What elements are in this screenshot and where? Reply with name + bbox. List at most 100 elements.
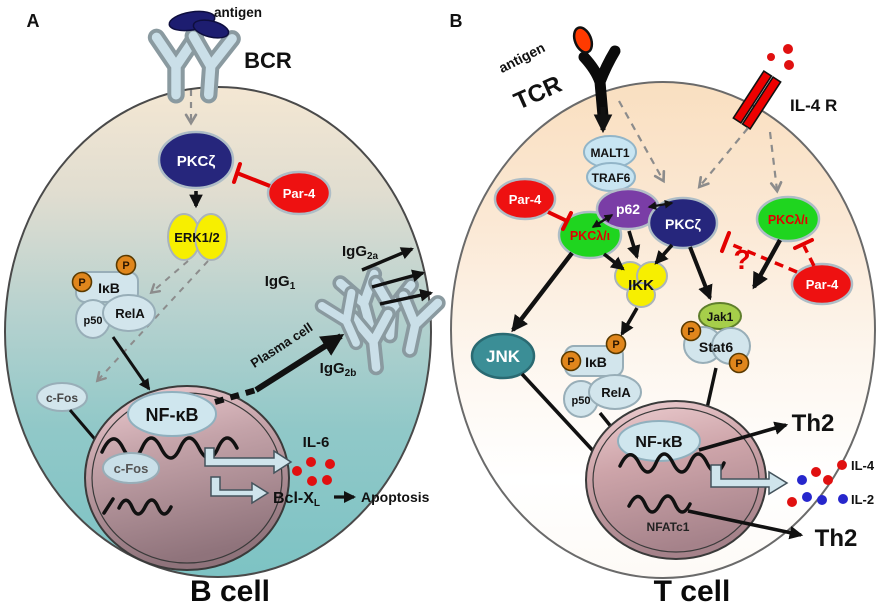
pkcli-left-label: PKCλ/ι (570, 229, 611, 243)
traf6-label: TRAF6 (592, 171, 631, 185)
ikk-label: IKK (628, 277, 654, 294)
pkcli-right-node (755, 195, 821, 243)
par4-inhibits-pkcz-line (236, 171, 271, 188)
nfkb-label: NF-κB (145, 405, 198, 425)
p62-to-ikk-arrow (627, 230, 641, 260)
par4-right-node (790, 262, 854, 306)
par4-inhibits-pkcz-dashed-line (727, 241, 798, 274)
phospho-p: P (687, 326, 694, 338)
il6-label: IL-6 (303, 434, 330, 451)
pkcz-to-ikk-arrow (654, 243, 674, 265)
il4-dot (811, 467, 821, 477)
antigen-label: antigen (214, 5, 262, 20)
jak1-label: Jak1 (707, 310, 734, 324)
th2-lower-label: Th2 (815, 525, 858, 552)
panel-a: A antigen BCR PKCζ Par-4 ERK1/2 IκB p50 (4, 5, 438, 608)
panel-b-letter: B (450, 11, 463, 31)
antigen-blob-icon (192, 19, 230, 39)
par4-left-label: Par-4 (509, 192, 542, 207)
ikb-label: IκB (585, 354, 607, 370)
phospho-badge (728, 352, 750, 374)
nfatc1-label: NFATc1 (647, 520, 690, 534)
il4-dot (787, 497, 797, 507)
il4-legend-dot (837, 460, 847, 470)
pkcz-label: PKCζ (665, 216, 702, 232)
il2-dot (817, 495, 827, 505)
pkcli-right-label: PKCλ/ι (768, 213, 809, 227)
tcr-label: TCR (510, 71, 566, 116)
par4-label: Par-4 (283, 186, 316, 201)
pkcz-label: PKCζ (177, 153, 216, 170)
par4-left-node (493, 177, 557, 221)
rela-label: RelA (601, 385, 631, 400)
il6-dot (306, 457, 316, 467)
phospho-p: P (78, 277, 85, 289)
par4-inhibits-pkcli-line (547, 210, 568, 223)
p50-label: p50 (84, 315, 103, 327)
ikk-to-ikb-arrow (620, 307, 639, 336)
stat6-label: Stat6 (699, 339, 733, 355)
il2-legend-dot (838, 494, 848, 504)
phospho-p: P (735, 358, 742, 370)
il6-dot (292, 466, 302, 476)
pkcz-node (157, 130, 235, 190)
panel-a-letter: A (27, 11, 40, 31)
rela-label: RelA (115, 306, 145, 321)
igg-secretion-arrow (371, 269, 426, 289)
tcr-dashed-arrow (618, 100, 666, 184)
panel-b: B antigen TCR IL-4 R MALT1 TRAF6 PKCλ/ι … (450, 11, 876, 608)
cfos-nuc-label: c-Fos (114, 461, 149, 476)
p50-label: p50 (572, 395, 591, 407)
th2-upper-label: Th2 (792, 410, 835, 437)
bclxl-label: Bcl-XL (273, 490, 320, 509)
ikk-subunit (626, 282, 656, 308)
il6-dot (307, 476, 317, 486)
pkcz-node (647, 196, 719, 250)
il4-legend-label: IL-4 (851, 458, 875, 473)
phospho-badge (605, 333, 627, 355)
igg2a-label: IgG2a (342, 243, 379, 262)
phospho-badge (71, 271, 93, 293)
rela-to-nucleus-arrow (111, 336, 151, 391)
pkcz-to-jak1-arrow (688, 246, 713, 301)
p62-label: p62 (616, 201, 640, 217)
jnk-label: JNK (486, 347, 521, 366)
il4r-dashed-arrow-right (768, 131, 783, 194)
ikb-label: IκB (98, 280, 120, 296)
nfkb-node (617, 420, 701, 462)
dna-squiggle (102, 497, 173, 516)
il4-ligand-dot (784, 60, 794, 70)
il4-dot (823, 475, 833, 485)
nfatc1-to-th2-arrow (687, 509, 804, 540)
phospho-p: P (122, 260, 129, 272)
plasma-cell-arrow (254, 333, 345, 393)
par4-right-label: Par-4 (806, 277, 839, 292)
il6-dot (325, 459, 335, 469)
dna-squiggle (627, 494, 692, 514)
inhibition-tbar (793, 238, 814, 250)
p62-pkcz-double-arrow (647, 199, 674, 211)
erk-to-cfos-dashed-arrow (95, 260, 209, 383)
il2-dot (797, 475, 807, 485)
pkcli-right-to-stat6-arrow (752, 238, 782, 290)
nfkb-node (127, 391, 217, 437)
malt1-label: MALT1 (590, 146, 629, 160)
rela-node (102, 294, 156, 332)
igg-secretion-arrow (379, 288, 434, 306)
bcr-label: BCR (244, 48, 292, 73)
pkcli-to-jnk-arrow (511, 251, 574, 333)
igg2b-label: IgG2b (320, 360, 357, 379)
phospho-p: P (567, 356, 574, 368)
igg-secretion-arrow (361, 247, 414, 272)
il2-legend-label: IL-2 (851, 492, 874, 507)
phospho-badge (115, 254, 137, 276)
inhibition-tbar (232, 162, 242, 184)
jnk-node (470, 332, 536, 380)
erk-node (194, 213, 228, 261)
b-cell-label: B cell (190, 575, 270, 608)
p62-pkcli-double-arrow (591, 214, 614, 228)
phospho-p: P (612, 339, 619, 351)
il2-dot (802, 492, 812, 502)
par4-inhibits-pkcli-dashed-line (802, 245, 816, 267)
